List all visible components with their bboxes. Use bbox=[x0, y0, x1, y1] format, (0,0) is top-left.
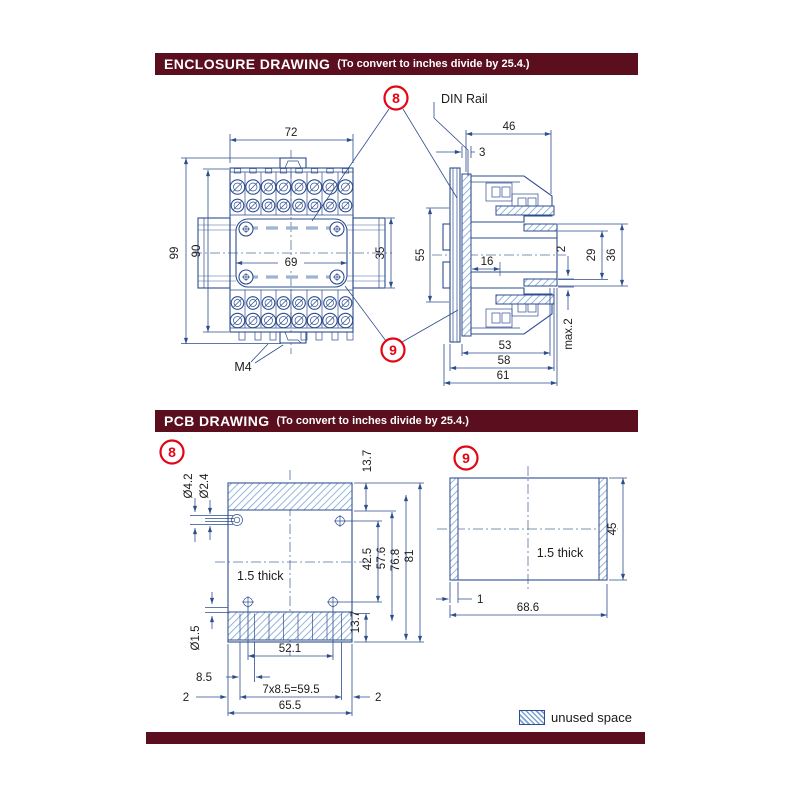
dim-slot-inner: Ø2.4 bbox=[199, 473, 211, 499]
pcb-callout-9-label: 9 bbox=[462, 450, 470, 466]
pcb-board-9: 1.5 thick 45 1 68.6 9 bbox=[436, 445, 627, 618]
dim-side-depth: 46 bbox=[503, 121, 516, 133]
callout-circle-8 bbox=[383, 85, 409, 111]
dim-span-holes: 42.5 bbox=[362, 548, 374, 570]
callout-9-label: 9 bbox=[389, 342, 397, 358]
hatch-swatch-icon bbox=[519, 710, 545, 725]
dim-width-holes: 52.1 bbox=[279, 643, 301, 655]
dim-front-width: 72 bbox=[285, 127, 298, 139]
pcb-header-subtitle: (To convert to inches divide by 25.4.) bbox=[276, 415, 469, 427]
dim-front-inner-height: 90 bbox=[191, 245, 203, 258]
footer-bar bbox=[146, 732, 645, 744]
pcb-header-bar: PCB DRAWING (To convert to inches divide… bbox=[155, 410, 638, 432]
din-rail-label: DIN Rail bbox=[441, 92, 488, 106]
dim-rail-span: 69 bbox=[285, 257, 298, 269]
dim-side-wall: 2 bbox=[556, 246, 568, 252]
dim-side-lower-b: 58 bbox=[498, 355, 511, 367]
dim-margin-right: 2 bbox=[375, 692, 381, 704]
pcb-callout-8-label: 8 bbox=[168, 444, 176, 460]
dim-board9-strip: 1 bbox=[477, 594, 483, 606]
pcb-callout-circle-8 bbox=[159, 439, 185, 465]
dim-board8-width: 65.5 bbox=[279, 700, 301, 712]
dim-span-b: 57.6 bbox=[376, 547, 388, 569]
dim-side-lower-c: 61 bbox=[497, 370, 510, 382]
dim-side-max: max.2 bbox=[563, 318, 575, 349]
dim-side-tube-inner: 29 bbox=[586, 249, 598, 262]
dim-rail-height: 35 bbox=[375, 247, 387, 260]
dim-slot-outer: Ø4.2 bbox=[183, 474, 195, 499]
dim-side-height: 55 bbox=[415, 249, 427, 262]
dim-pitch: 8.5 bbox=[196, 672, 212, 684]
enclosure-header-bar: ENCLOSURE DRAWING (To convert to inches … bbox=[155, 53, 638, 75]
enclosure-header-subtitle: (To convert to inches divide by 25.4.) bbox=[337, 58, 530, 70]
pcb-callout-circle-9 bbox=[453, 445, 479, 471]
pcb-board-8: 1.5 thick Ø4.2 Ø2.4 Ø1.5 13.7 13.7 42.5 … bbox=[159, 439, 424, 716]
dim-side-inner: 16 bbox=[481, 256, 494, 268]
dim-hole-small: Ø1.5 bbox=[190, 626, 202, 651]
dim-side-tube-outer: 36 bbox=[606, 249, 618, 262]
pcb-header-title: PCB DRAWING bbox=[164, 413, 270, 429]
dim-span-c: 76.8 bbox=[390, 549, 402, 571]
dim-board9-height: 45 bbox=[607, 523, 619, 536]
dim-band-top: 13.7 bbox=[362, 450, 374, 472]
board9-thickness-note: 1.5 thick bbox=[537, 546, 584, 560]
dim-side-lower-a: 53 bbox=[499, 340, 512, 352]
legend-label: unused space bbox=[551, 710, 632, 725]
enclosure-front-view: 72 99 90 69 35 bbox=[169, 127, 395, 354]
dim-board8-height: 81 bbox=[404, 550, 416, 563]
dim-pitch-total: 7x8.5=59.5 bbox=[262, 684, 319, 696]
m4-label: M4 bbox=[234, 360, 251, 374]
dim-board9-width: 68.6 bbox=[517, 602, 539, 614]
board8-thickness-note: 1.5 thick bbox=[237, 569, 284, 583]
enclosure-callouts: 8 9 DIN Rail M4 bbox=[234, 85, 488, 374]
enclosure-side-view: 46 3 55 16 2 max.2 29 36 53 58 bbox=[415, 121, 628, 386]
dim-band-bottom: 13.7 bbox=[350, 611, 362, 633]
enclosure-header-title: ENCLOSURE DRAWING bbox=[164, 56, 331, 72]
callout-circle-9 bbox=[380, 337, 406, 363]
legend: unused space bbox=[519, 710, 632, 725]
callout-8-label: 8 bbox=[392, 90, 400, 106]
dim-margin-left: 2 bbox=[183, 692, 189, 704]
dim-side-plate: 3 bbox=[479, 147, 485, 159]
dim-front-height: 99 bbox=[169, 247, 181, 260]
